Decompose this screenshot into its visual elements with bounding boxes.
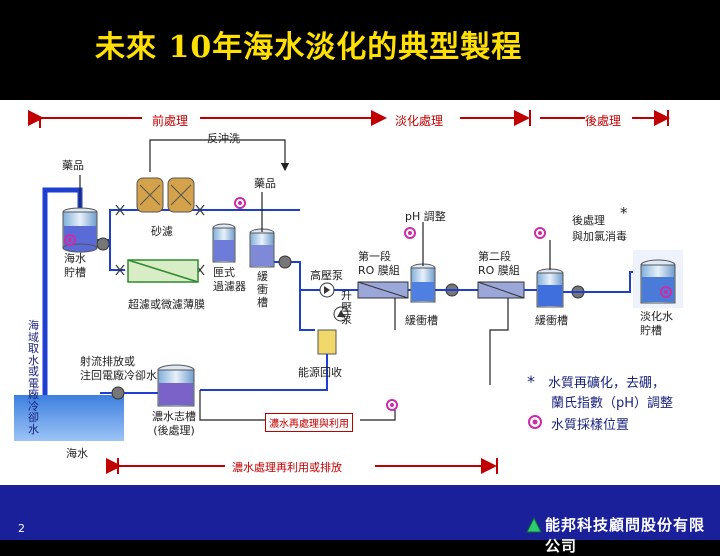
uf-label: 超濾或微濾薄膜 bbox=[128, 298, 205, 311]
ph-adjust-label: pH 調整 bbox=[405, 210, 446, 223]
hp-pump-label: 高壓泵 bbox=[310, 269, 343, 282]
sample-point-icon bbox=[64, 234, 76, 246]
company-name: 能邦科技顧問股份有限公司 bbox=[545, 516, 706, 555]
intake-tank bbox=[62, 207, 98, 253]
title-bar: 未來 10年海水淡化的典型製程 bbox=[0, 0, 720, 100]
buffer-tank-label: 緩 衝 槽 bbox=[257, 270, 268, 309]
seawater-body bbox=[14, 395, 124, 441]
chem-label-1: 藥品 bbox=[62, 159, 84, 172]
cartridge-filter bbox=[212, 223, 236, 263]
sample-point-icon bbox=[386, 399, 398, 411]
mid-tank-label: 緩衝槽 bbox=[405, 314, 438, 327]
booster-pump-label: 升 壓 泵 bbox=[341, 289, 352, 326]
company-logo-icon bbox=[526, 517, 542, 533]
section-bracket-bottom bbox=[106, 458, 498, 474]
transfer-pump-icon bbox=[278, 255, 292, 269]
brine-tank bbox=[157, 364, 195, 407]
star-mark: * bbox=[620, 204, 628, 222]
backwash-line bbox=[149, 139, 290, 172]
main-pipe bbox=[274, 261, 315, 331]
brine-reuse-line-2 bbox=[360, 408, 396, 421]
note-line-2: 蘭氏指數（pH）調整 bbox=[551, 396, 674, 411]
slide-title: 未來 10年海水淡化的典型製程 bbox=[95, 30, 523, 65]
sample-point-icon bbox=[660, 286, 672, 298]
process-diagram bbox=[14, 110, 683, 474]
valve-icons bbox=[115, 204, 205, 276]
hp-pump-icon bbox=[319, 282, 335, 298]
ro1-label: 第一段 RO 膜組 bbox=[358, 250, 400, 277]
pipe-to-uf bbox=[109, 240, 125, 271]
buffer-tank bbox=[249, 228, 275, 268]
page-number: 2 bbox=[18, 522, 25, 535]
section-desal-label: 淡化處理 bbox=[395, 114, 444, 128]
sample-point-icon bbox=[534, 227, 546, 239]
diagram-canvas: 前處理 淡化處理 後處理 反沖洗 藥品 藥品 砂濾 pH 調整 後處理 * 與加… bbox=[0, 100, 720, 485]
brine-reuse-line bbox=[199, 390, 265, 421]
mid-buffer-tank bbox=[410, 263, 436, 303]
legend-sample-icon bbox=[528, 415, 542, 429]
ro2-label: 第二段 RO 膜組 bbox=[478, 250, 520, 277]
section-post-label: 後處理 bbox=[585, 114, 622, 128]
legend-sample-label: 水質採樣位置 bbox=[551, 418, 630, 433]
fresh-water-tank bbox=[633, 250, 683, 308]
sample-point-icon bbox=[404, 227, 416, 239]
energy-label: 能源回收 bbox=[298, 366, 342, 379]
section-pre-label: 前處理 bbox=[152, 114, 189, 128]
seawater-label: 海水 bbox=[66, 447, 88, 460]
sample-point-icon bbox=[234, 197, 246, 209]
reject-line bbox=[489, 298, 509, 385]
brine-tank-label: 濃水志槽 (後處理) bbox=[152, 410, 196, 437]
vertical-intake-label: 海域取水或電廠冷卻水 bbox=[28, 319, 39, 436]
cartridge-label: 匣式 過濾器 bbox=[213, 266, 246, 293]
post-treat-label: 後處理 bbox=[572, 214, 605, 227]
booster-pump-icon bbox=[333, 306, 349, 322]
energy-line bbox=[200, 354, 328, 391]
brine-reuse-box: 濃水再處理與利用 bbox=[265, 413, 353, 432]
sand-filter-label: 砂濾 bbox=[151, 225, 173, 238]
product-buffer-tank bbox=[536, 268, 564, 308]
ro-stage-2 bbox=[477, 281, 525, 299]
post-add-label: 與加氯消毒 bbox=[572, 230, 627, 243]
note-star: * bbox=[527, 372, 535, 391]
footer-bar bbox=[0, 485, 720, 540]
section-bracket-post bbox=[540, 110, 670, 126]
chem-label-2: 藥品 bbox=[254, 177, 276, 190]
ro-stage-1 bbox=[357, 281, 409, 299]
sand-filter-1 bbox=[136, 177, 164, 213]
discharge-label: 射流排放或 注回電廠冷卻水 bbox=[80, 355, 157, 382]
fresh-tank-label: 淡化水 貯槽 bbox=[640, 310, 673, 337]
brine-pump-icon bbox=[111, 386, 125, 400]
energy-recovery-device bbox=[317, 329, 337, 355]
feed-pump-icon bbox=[96, 237, 110, 251]
section-bracket-desal bbox=[460, 110, 531, 126]
intake-tank-label: 海水 貯槽 bbox=[64, 252, 86, 279]
backwash-label: 反沖洗 bbox=[207, 132, 240, 145]
section-bracket-pre bbox=[28, 110, 387, 128]
product-tank-label: 緩衝槽 bbox=[535, 314, 568, 327]
sand-filter-2 bbox=[167, 177, 195, 213]
brine-bottom-label: 濃水處理再利用或排放 bbox=[232, 461, 342, 474]
note-line-1: 水質再礦化，去硼， bbox=[548, 376, 666, 391]
